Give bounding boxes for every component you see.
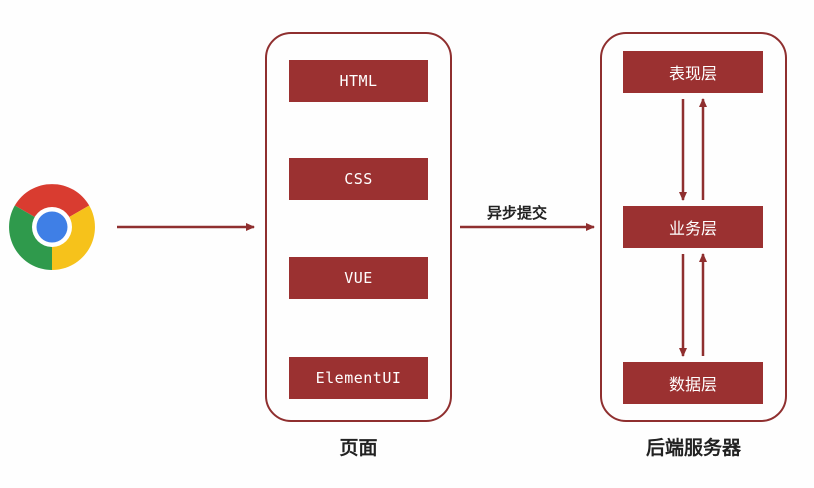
async-submit-label: 异步提交: [487, 204, 548, 222]
page-item-html: HTML: [289, 60, 428, 102]
page-panel-caption: 页面: [339, 437, 378, 459]
page-item-vue: VUE: [289, 257, 428, 299]
page-panel: [265, 32, 452, 422]
page-item-elementui: ElementUI: [289, 357, 428, 399]
business-layer-box: 业务层: [623, 206, 763, 248]
server-panel-caption: 后端服务器: [645, 437, 741, 459]
page-item-css: CSS: [289, 158, 428, 200]
data-layer-box: 数据层: [623, 362, 763, 404]
presentation-layer-box: 表现层: [623, 51, 763, 93]
server-panel: [600, 32, 787, 422]
chrome-browser-icon: [8, 183, 96, 271]
